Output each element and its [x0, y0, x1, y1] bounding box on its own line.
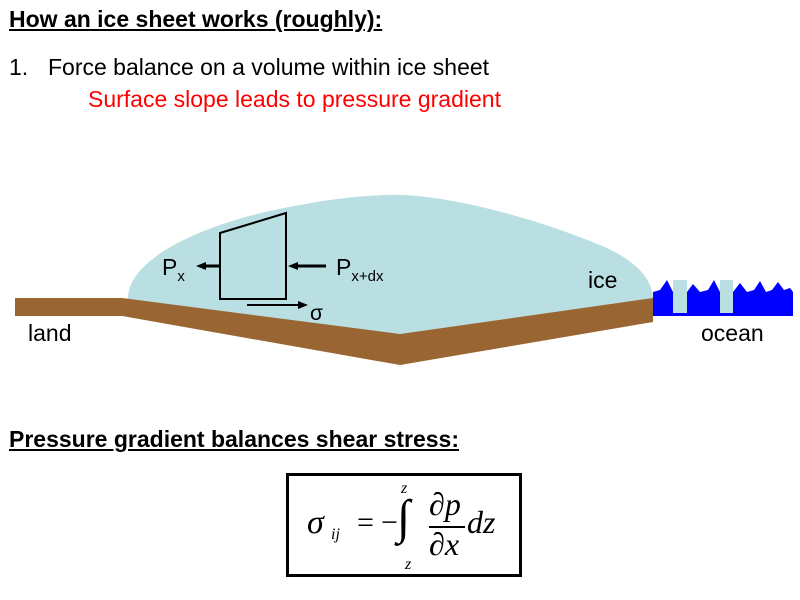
ice-label: ice — [588, 267, 618, 293]
eq-minus: − — [381, 506, 398, 539]
eq-integral: ∫ — [397, 491, 411, 544]
eq-equals: = — [357, 506, 374, 539]
eq-upper-limit: z — [401, 480, 408, 497]
control-volume-box — [219, 211, 287, 300]
list-text: Force balance on a volume within ice she… — [48, 54, 490, 80]
eq-numerator: ∂p — [429, 486, 461, 522]
arrowhead-right-icon — [288, 262, 298, 270]
eq-sigma: σ — [307, 504, 324, 541]
iceberg-2 — [720, 280, 733, 313]
list-item-1: 1. Force balance on a volume within ice s… — [9, 54, 489, 81]
section-heading: Pressure gradient balances shear stress: — [9, 426, 460, 452]
eq-differential: dz — [467, 504, 496, 540]
eq-denominator: ∂x — [429, 526, 460, 562]
list-subtext: Surface slope leads to pressure gradient — [88, 86, 501, 112]
list-number: 1. — [9, 54, 29, 80]
shear-stress-label: σ — [310, 302, 323, 325]
slide-title: How an ice sheet works (roughly): — [9, 6, 383, 32]
eq-fraction-bar — [429, 526, 465, 528]
arrowhead-left-icon — [196, 262, 206, 270]
iceberg-1 — [673, 280, 687, 313]
pressure-right-label: Px+dx — [336, 254, 384, 285]
eq-subscript: ij — [331, 526, 340, 543]
arrowhead-shear-icon — [298, 301, 308, 309]
pressure-left-label: Px — [162, 254, 185, 285]
equation-box: σ ij = − ∫ z z ∂p ∂x dz — [286, 473, 522, 577]
land-shape — [15, 298, 653, 365]
eq-lower-limit: z — [405, 556, 412, 573]
land-label: land — [28, 320, 72, 346]
ocean-label: ocean — [701, 320, 764, 346]
